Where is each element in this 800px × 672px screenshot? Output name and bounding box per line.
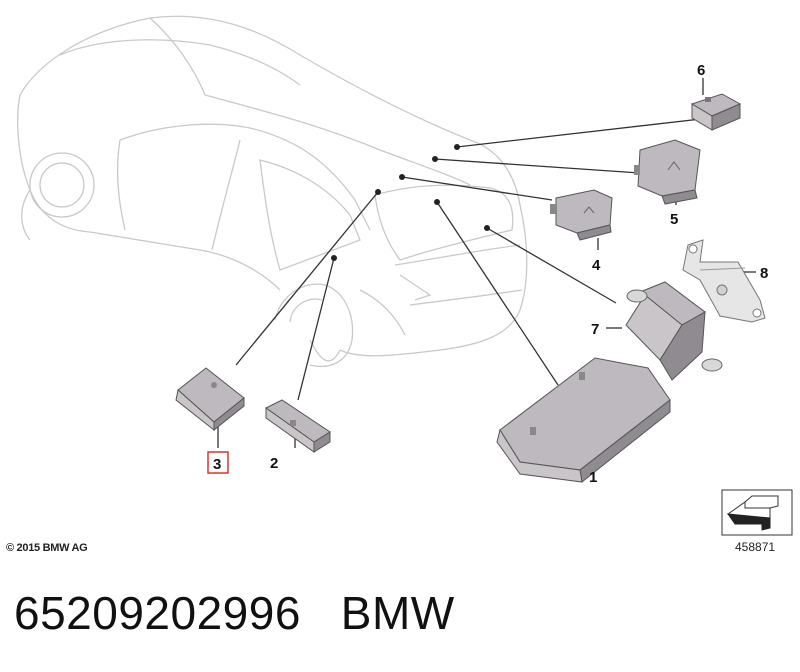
callout-1: 1 [589,469,597,486]
part-number: 65209202996 [14,587,301,639]
callout-8: 8 [760,265,768,282]
callout-3-highlight [207,451,229,474]
car-rear-outline-icon [17,15,528,367]
callout-7: 7 [591,321,599,338]
callout-6: 6 [697,62,705,79]
part-5-module[interactable] [634,139,701,205]
callout-labels: 6 5 4 8 7 1 2 3 [207,62,768,486]
view-direction-arrow-icon [721,489,793,536]
callout-2: 2 [270,455,278,472]
part-1-module[interactable] [496,357,671,483]
part-4-module[interactable] [550,189,613,241]
callout-4: 4 [592,257,601,274]
part-caption: 65209202996 BMW [14,586,455,646]
part-6-module[interactable] [690,93,742,131]
diagram-reference-number: 458871 [735,540,776,554]
part-2-module[interactable] [265,399,331,453]
callout-5: 5 [670,211,678,228]
callout-3: 3 [213,456,221,473]
mounting-bracket-icon[interactable] [682,239,766,323]
part-3-module[interactable] [175,367,245,432]
part-7-module[interactable] [625,281,723,381]
parts-diagram: 6 5 4 8 7 1 2 3 [17,15,793,536]
copyright-notice: © 2015 BMW AG [6,542,88,554]
leader-lines [217,78,756,462]
brand-name: BMW [340,587,455,639]
